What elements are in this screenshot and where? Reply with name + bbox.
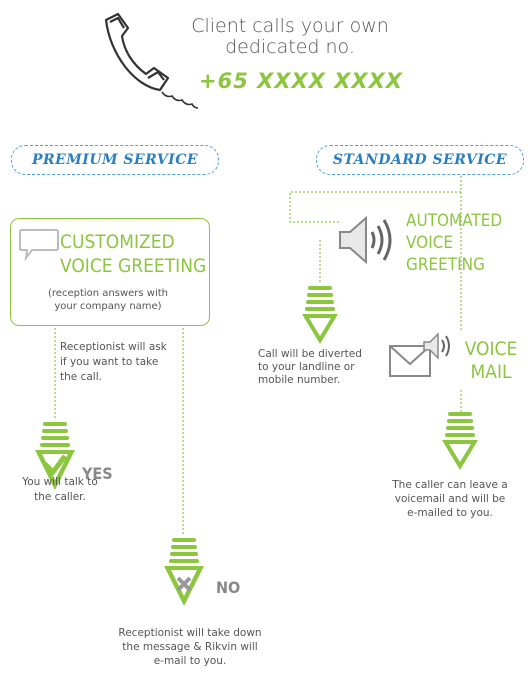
reception-note: (reception answers with your company nam… xyxy=(18,287,198,313)
premium-service-label: PREMIUM SERVICE xyxy=(11,145,219,175)
yes-line-1: You will talk to xyxy=(22,476,98,488)
voicemail-outcome-text: The caller can leave a voicemail and wil… xyxy=(380,478,520,520)
no-line-3: e-mail to you. xyxy=(153,655,227,667)
header-title: Client calls your own dedicated no. xyxy=(160,16,420,58)
down-arrow-icon xyxy=(35,422,75,490)
speech-bubble-icon xyxy=(19,229,59,262)
telephone-icon xyxy=(104,12,199,109)
receptionist-ask-text: Receptionist will ask if you want to tak… xyxy=(60,340,190,385)
voice-mail-line-1: VOICE xyxy=(464,338,518,360)
standard-service-label: STANDARD SERVICE xyxy=(316,145,524,175)
header-line-1: Client calls your own xyxy=(191,15,389,37)
down-arrow-icon xyxy=(302,286,338,344)
vm-text-line-1: The caller can leave a xyxy=(392,479,508,491)
voice-mail-line-2: MAIL xyxy=(470,361,512,383)
down-arrow-icon xyxy=(442,412,478,470)
vm-text-line-3: e-mailed to you. xyxy=(407,507,493,519)
customized-greeting-box xyxy=(10,218,210,326)
no-line-1: Receptionist will take down xyxy=(118,627,262,639)
vm-text-line-2: voicemail and will be xyxy=(394,493,506,505)
envelope-speaker-icon xyxy=(389,332,450,377)
header-line-2: dedicated no. xyxy=(225,36,355,58)
customized-greeting-line-2: VOICE GREETING xyxy=(60,255,207,277)
automated-greeting-line-2: VOICE GREETING xyxy=(406,233,485,275)
yes-label: YES xyxy=(82,464,113,483)
check-icon xyxy=(43,454,67,476)
ask-line-3: the call. xyxy=(60,371,102,383)
ask-line-2: if you want to take xyxy=(60,356,159,368)
no-line-2: the message & Rikvin will xyxy=(122,641,258,653)
cross-icon xyxy=(176,576,192,592)
automated-greeting-line-1: AUTOMATED xyxy=(406,211,503,231)
customized-greeting-line-1: CUSTOMIZED xyxy=(60,231,175,253)
divert-line-3: mobile number. xyxy=(258,374,341,386)
speaker-icon xyxy=(339,215,392,265)
yes-line-2: the caller. xyxy=(34,491,86,503)
customized-greeting-title: CUSTOMIZED VOICE GREETING xyxy=(60,230,210,278)
divert-line-2: to your landline or xyxy=(258,361,355,373)
reception-note-line-1: (reception answers with xyxy=(48,288,168,299)
no-outcome-text: Receptionist will take down the message … xyxy=(100,626,280,668)
automated-greeting-title: AUTOMATED VOICE GREETING xyxy=(406,210,526,276)
phone-number: +65 XXXX XXXX xyxy=(199,69,403,93)
voice-mail-title: VOICE MAIL xyxy=(456,338,526,384)
no-label: NO xyxy=(216,578,241,597)
divert-text: Call will be diverted to your landline o… xyxy=(258,348,378,387)
down-arrow-icon xyxy=(164,538,204,606)
yes-outcome-text: You will talk to the caller. xyxy=(10,475,110,505)
divert-line-1: Call will be diverted xyxy=(258,348,362,360)
ask-line-1: Receptionist will ask xyxy=(60,341,167,353)
reception-note-line-2: your company name) xyxy=(54,301,162,312)
